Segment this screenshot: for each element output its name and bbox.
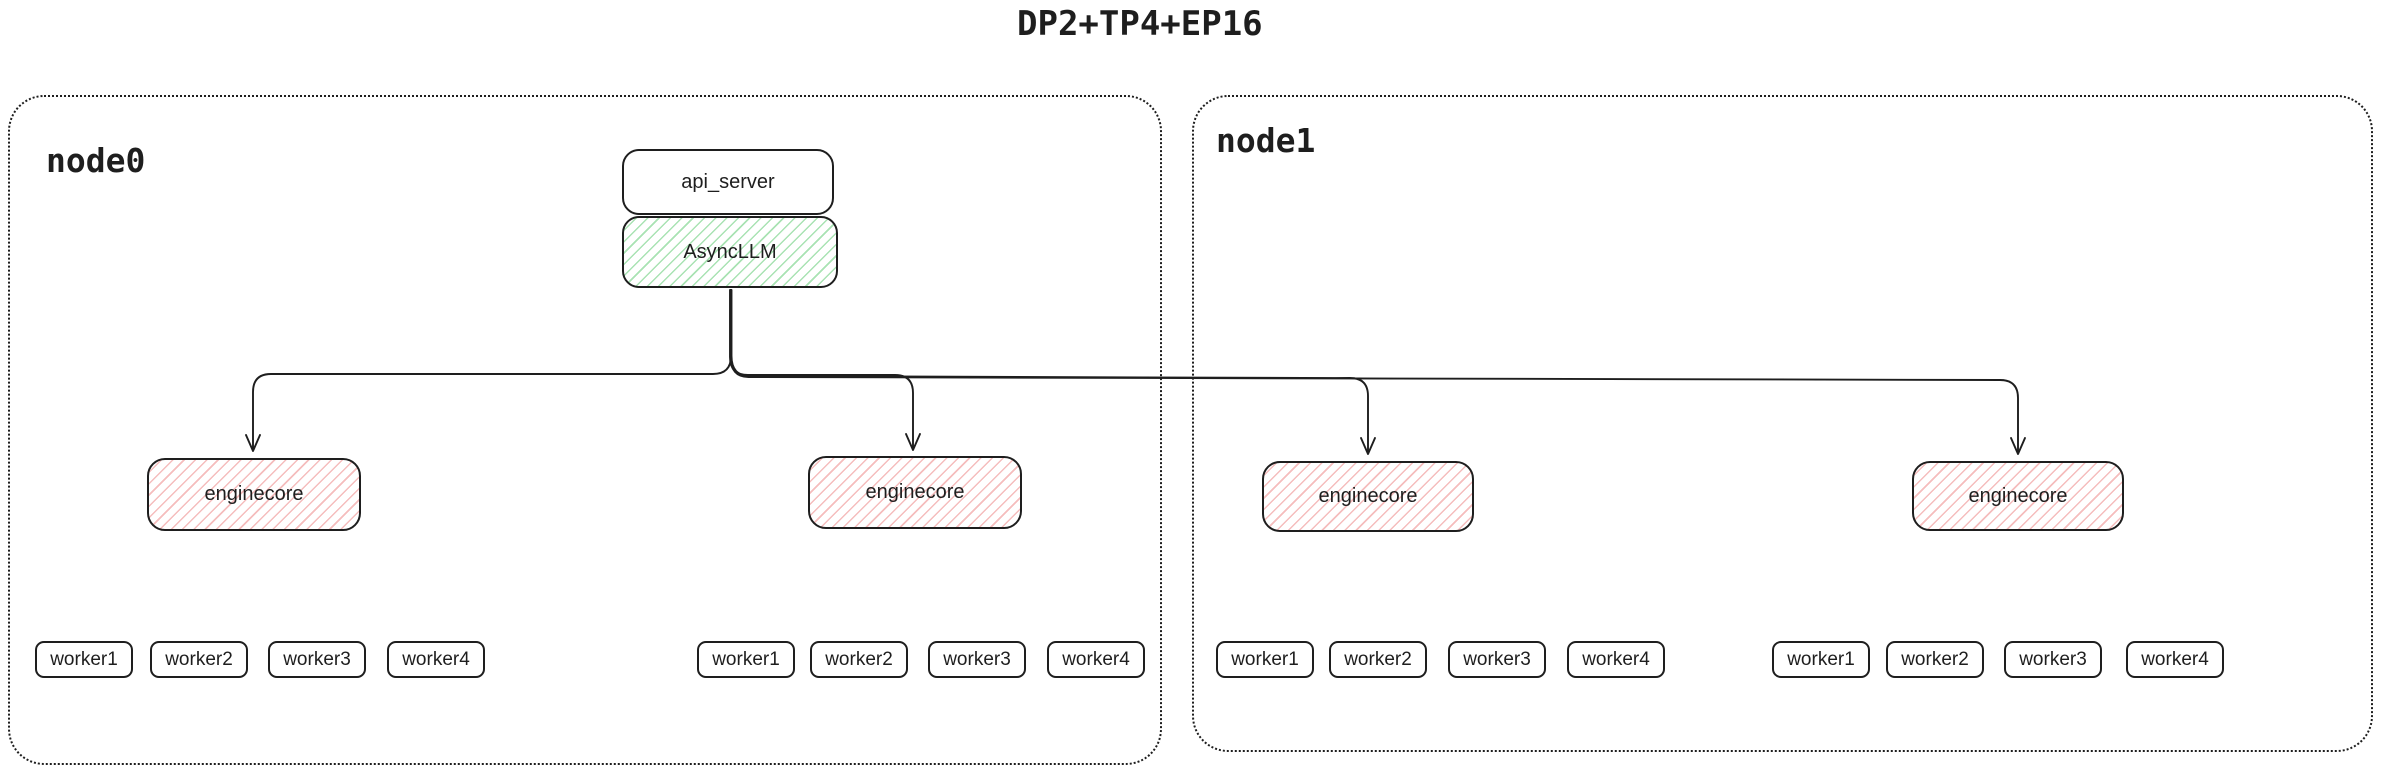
enginecore-label: enginecore — [1318, 485, 1418, 507]
enginecore-box-2: enginecore — [808, 456, 1022, 529]
worker-box: worker1 — [1216, 641, 1314, 678]
node1-label: node1 — [1216, 121, 1316, 160]
worker-box: worker2 — [1886, 641, 1984, 678]
api-server-label: api_server — [681, 170, 775, 193]
worker-box: worker3 — [268, 641, 366, 678]
worker-box: worker3 — [2004, 641, 2102, 678]
worker-box: worker4 — [2126, 641, 2224, 678]
worker-box: worker3 — [1448, 641, 1546, 678]
enginecore-box-3: enginecore — [1262, 461, 1474, 532]
node0-label: node0 — [46, 141, 146, 180]
worker-box: worker1 — [35, 641, 133, 678]
enginecore-label: enginecore — [204, 483, 304, 505]
api-server-box: api_server — [622, 149, 834, 215]
enginecore-box-4: enginecore — [1912, 461, 2124, 531]
worker-box: worker4 — [1047, 641, 1145, 678]
worker-box: worker1 — [697, 641, 795, 678]
worker-box: worker2 — [810, 641, 908, 678]
worker-box: worker4 — [1567, 641, 1665, 678]
worker-box: worker2 — [150, 641, 248, 678]
diagram-title: DP2+TP4+EP16 — [1017, 4, 1263, 44]
worker-box: worker4 — [387, 641, 485, 678]
asyncllm-box: AsyncLLM — [622, 216, 838, 288]
enginecore-box-1: enginecore — [147, 458, 361, 531]
asyncllm-label: AsyncLLM — [683, 240, 777, 263]
enginecore-label: enginecore — [1968, 484, 2068, 507]
enginecore-label: enginecore — [865, 481, 965, 503]
worker-box: worker2 — [1329, 641, 1427, 678]
worker-box: worker1 — [1772, 641, 1870, 678]
worker-box: worker3 — [928, 641, 1026, 678]
